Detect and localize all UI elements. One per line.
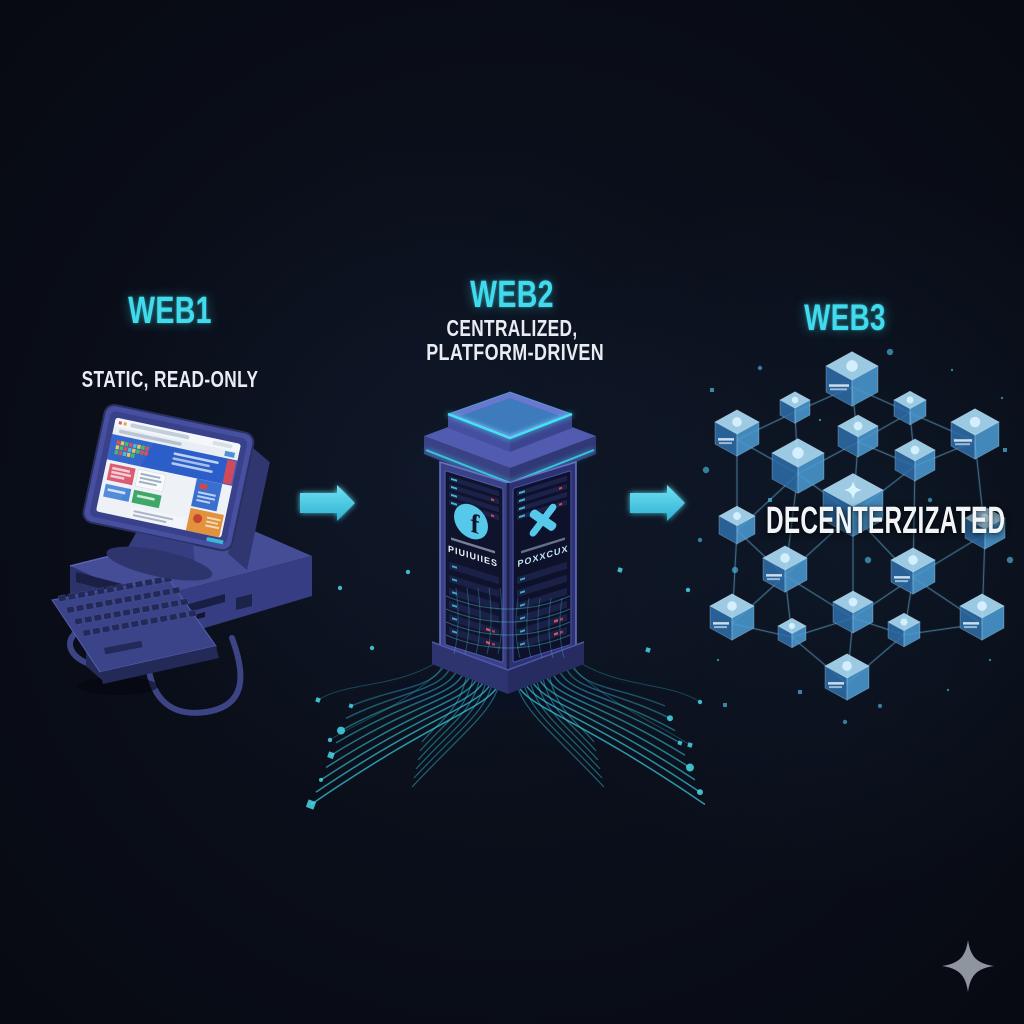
network-cube bbox=[709, 593, 755, 641]
facebook-icon bbox=[454, 503, 488, 540]
network-cube bbox=[714, 409, 760, 457]
cube-micro-label bbox=[766, 574, 782, 577]
star-icon bbox=[844, 481, 862, 499]
network-cube bbox=[837, 414, 879, 458]
cube-micro-label bbox=[829, 384, 849, 387]
data-mesh bbox=[445, 587, 571, 659]
web3-title: WEB3 bbox=[804, 297, 886, 338]
network-cube bbox=[887, 612, 921, 648]
network-cube bbox=[950, 408, 1000, 460]
server-pedestal bbox=[431, 641, 585, 694]
web2-subtitle-line2: PLATFORM-DRIVEN bbox=[426, 339, 605, 365]
retro-computer-illustration bbox=[51, 403, 312, 716]
decentralized-network-illustration bbox=[697, 348, 1014, 725]
cube-micro-label bbox=[828, 682, 844, 685]
cube-micro-label bbox=[894, 576, 910, 579]
monitor-brand-badge bbox=[206, 537, 224, 545]
svg-text:f: f bbox=[471, 507, 481, 540]
network-cube bbox=[762, 545, 808, 593]
network-cube bbox=[894, 438, 936, 482]
network-cube bbox=[890, 547, 936, 595]
network-cube bbox=[779, 391, 811, 424]
crt-monitor bbox=[82, 403, 270, 581]
central-server-illustration: f PIUIUIIES POXXCUX bbox=[305, 391, 706, 810]
network-cube bbox=[824, 653, 870, 701]
network-cube bbox=[822, 473, 884, 538]
server-left-face: f PIUIUIIES bbox=[444, 470, 504, 663]
cube-micro-label bbox=[963, 622, 979, 625]
arrow-web1-to-web2 bbox=[300, 485, 355, 521]
network-cube bbox=[771, 438, 825, 494]
network-cube bbox=[718, 505, 756, 545]
web1-title: WEB1 bbox=[128, 290, 212, 332]
web2-title: WEB2 bbox=[470, 274, 554, 316]
keyboard bbox=[51, 575, 219, 684]
four-point-star-watermark-icon bbox=[942, 940, 994, 992]
cube-micro-label bbox=[713, 622, 729, 625]
monitor-screen-webpage bbox=[95, 417, 242, 538]
network-cube bbox=[825, 351, 879, 407]
web2-subtitle-line1: CENTRALIZED, bbox=[446, 315, 578, 341]
cable bbox=[145, 635, 244, 716]
cube-micro-label bbox=[954, 439, 972, 442]
network-cube bbox=[832, 590, 874, 634]
web1-subtitle: STATIC, READ-ONLY bbox=[81, 366, 259, 392]
cube-micro-label bbox=[718, 438, 734, 441]
network-cube bbox=[964, 506, 1006, 550]
network-cube bbox=[777, 617, 807, 649]
x-icon bbox=[529, 503, 557, 537]
arrow-web2-to-web3 bbox=[630, 485, 685, 521]
server-right-face: POXXCUX bbox=[512, 470, 572, 663]
network-cube bbox=[893, 390, 927, 426]
network-cube bbox=[959, 593, 1005, 641]
web3-overlay-label: DECENTERZIZATED bbox=[766, 500, 1006, 542]
